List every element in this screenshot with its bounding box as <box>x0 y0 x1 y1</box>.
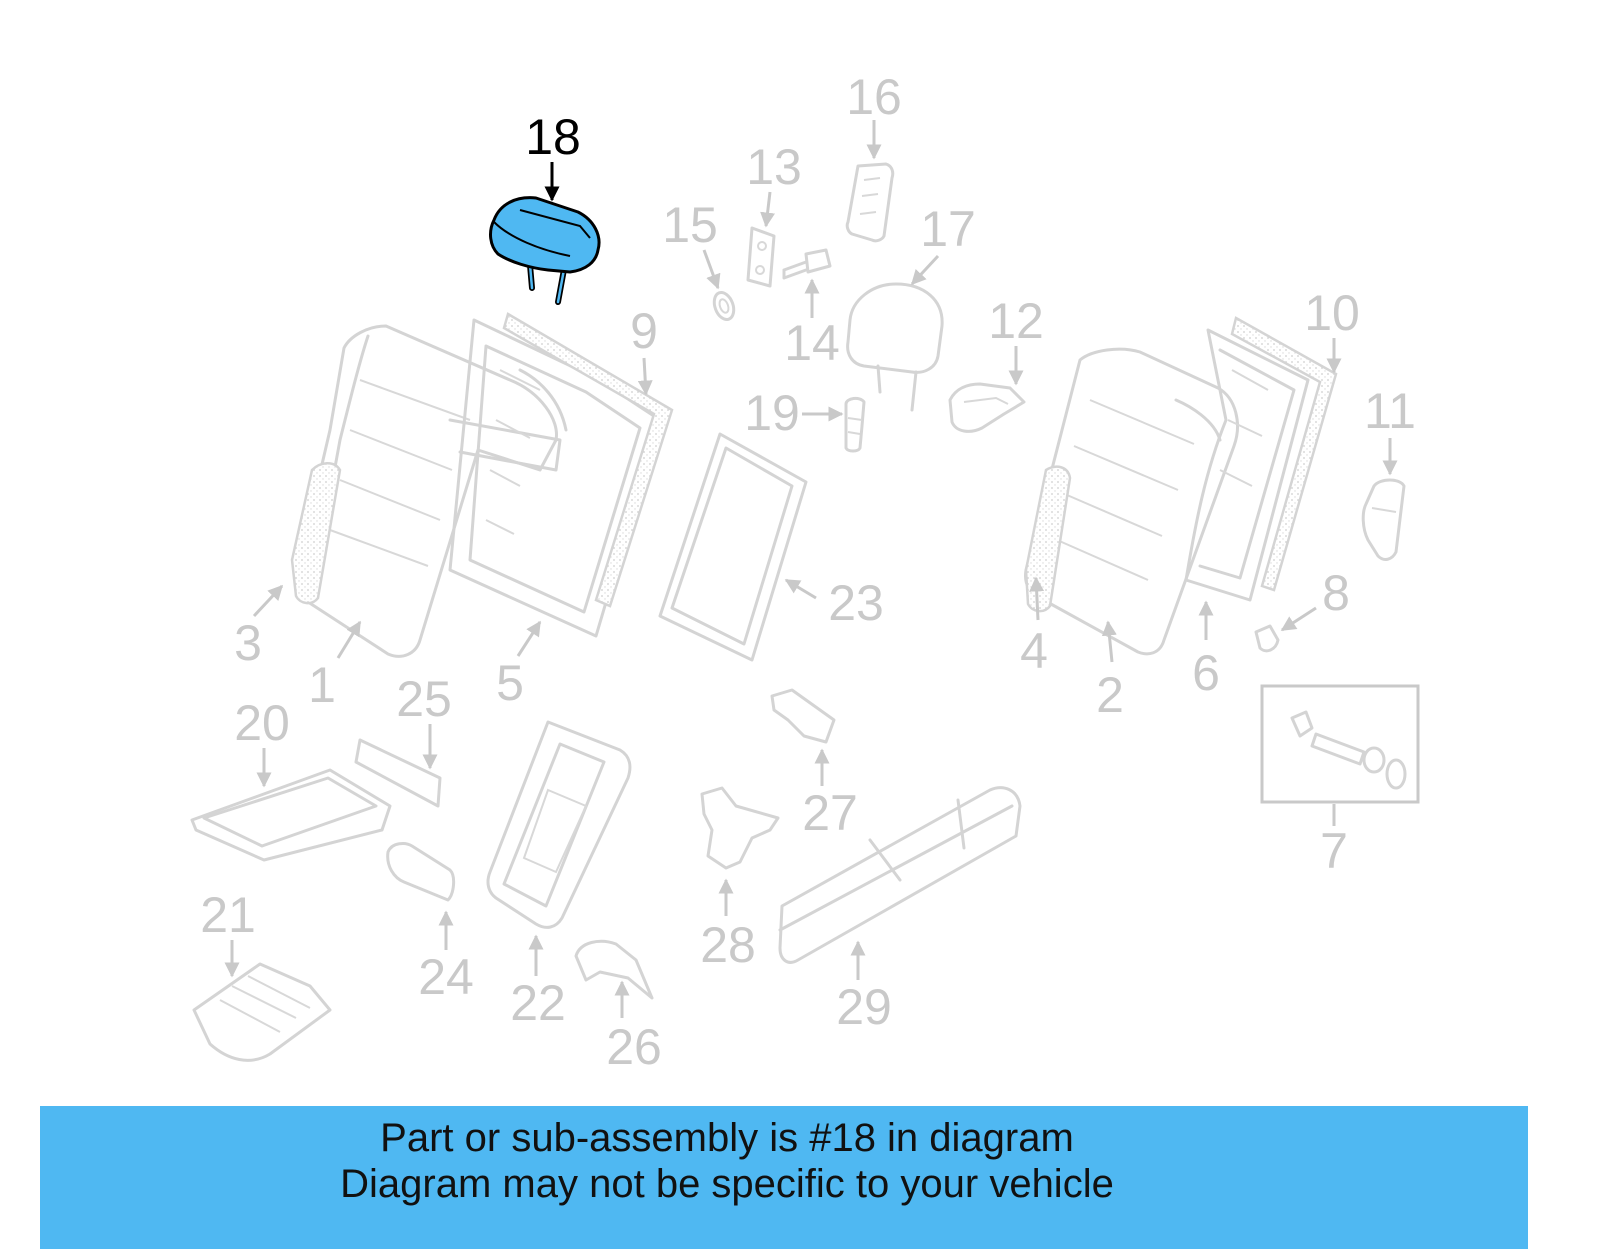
footer-part-note: Part or sub-assembly is #18 in diagram <box>380 1116 1074 1160</box>
callout-2: 2 <box>1096 620 1124 723</box>
svg-text:2: 2 <box>1096 667 1124 723</box>
callout-16: 16 <box>846 69 902 160</box>
svg-text:18: 18 <box>525 109 581 165</box>
svg-text:26: 26 <box>606 1019 662 1075</box>
part-10-pad-right[interactable] <box>1230 316 1338 592</box>
svg-text:5: 5 <box>496 655 524 711</box>
svg-text:4: 4 <box>1020 623 1048 679</box>
part-14-bolt[interactable] <box>782 248 832 280</box>
callout-5: 5 <box>496 620 542 711</box>
part-20-cushion[interactable] <box>190 768 392 862</box>
svg-text:25: 25 <box>396 671 452 727</box>
svg-text:12: 12 <box>988 293 1044 349</box>
part-18-headrest[interactable] <box>489 196 601 305</box>
svg-text:6: 6 <box>1192 645 1220 701</box>
part-28-bracket[interactable] <box>700 786 780 870</box>
callout-15: 15 <box>662 197 721 290</box>
svg-text:24: 24 <box>418 949 474 1005</box>
part-15-washer[interactable] <box>711 290 737 322</box>
svg-text:28: 28 <box>700 917 756 973</box>
svg-text:19: 19 <box>744 385 800 441</box>
callout-22: 22 <box>510 934 566 1031</box>
part-21-base[interactable] <box>192 962 332 1062</box>
callout-23: 23 <box>784 575 884 631</box>
callout-10: 10 <box>1304 285 1360 374</box>
svg-text:8: 8 <box>1322 565 1350 621</box>
svg-text:14: 14 <box>784 315 840 371</box>
callout-13: 13 <box>746 139 802 228</box>
svg-text:10: 10 <box>1304 285 1360 341</box>
svg-text:29: 29 <box>836 979 892 1035</box>
svg-text:17: 17 <box>920 201 976 257</box>
svg-text:13: 13 <box>746 139 802 195</box>
part-27-bracket[interactable] <box>770 688 836 744</box>
callout-21: 21 <box>200 887 256 978</box>
callout-27: 27 <box>802 748 858 841</box>
svg-text:3: 3 <box>234 615 262 671</box>
callout-1: 1 <box>308 620 362 713</box>
svg-text:1: 1 <box>308 657 336 713</box>
part-9-pad[interactable] <box>502 312 674 608</box>
svg-text:11: 11 <box>1364 383 1416 439</box>
part-12-handle[interactable] <box>948 382 1026 433</box>
footer-banner: Part or sub-assembly is #18 in diagram D… <box>40 1106 1528 1249</box>
callout-6: 6 <box>1192 600 1220 701</box>
part-7-fastener-kit[interactable] <box>1260 684 1420 804</box>
svg-text:7: 7 <box>1320 823 1348 879</box>
part-4-seatback-pad-right[interactable] <box>1024 465 1072 613</box>
callout-4: 4 <box>1020 576 1048 679</box>
callout-8: 8 <box>1280 565 1350 632</box>
part-19-guide-sleeve[interactable] <box>844 396 866 453</box>
part-17-headrest[interactable] <box>846 282 944 412</box>
svg-text:9: 9 <box>630 303 658 359</box>
part-24-cover[interactable] <box>386 842 456 902</box>
svg-text:21: 21 <box>200 887 256 943</box>
part-11-trim-cover[interactable] <box>1361 478 1406 561</box>
callout-29: 29 <box>836 940 892 1035</box>
part-13-bracket[interactable] <box>746 226 776 288</box>
callout-25: 25 <box>396 671 452 770</box>
callout-20: 20 <box>234 695 290 788</box>
part-29-rail[interactable] <box>778 786 1022 964</box>
callout-3: 3 <box>234 584 284 671</box>
part-6-seatback-frame-right[interactable] <box>1184 328 1310 602</box>
svg-text:20: 20 <box>234 695 290 751</box>
callout-24: 24 <box>418 910 474 1005</box>
svg-text:27: 27 <box>802 785 858 841</box>
callout-9: 9 <box>630 303 658 396</box>
callout-11: 11 <box>1364 383 1416 476</box>
part-23-panel[interactable] <box>658 432 808 662</box>
callout-26: 26 <box>606 980 662 1075</box>
svg-text:15: 15 <box>662 197 718 253</box>
svg-text:23: 23 <box>828 575 884 631</box>
callout-19: 19 <box>744 385 844 441</box>
svg-text:16: 16 <box>846 69 902 125</box>
callout-18: 18 <box>525 109 581 202</box>
callout-14: 14 <box>784 278 840 371</box>
part-25-strip[interactable] <box>354 738 442 808</box>
callout-12: 12 <box>988 293 1044 386</box>
footer-disclaimer: Diagram may not be specific to your vehi… <box>340 1162 1114 1206</box>
callout-28: 28 <box>700 878 756 973</box>
part-3-seatback-pad[interactable] <box>290 462 342 605</box>
part-22-armrest-frame[interactable] <box>486 720 632 929</box>
callout-7: 7 <box>1320 804 1348 879</box>
part-16-guide[interactable] <box>845 162 895 243</box>
callout-17: 17 <box>910 201 976 286</box>
part-8-clip[interactable] <box>1254 624 1280 653</box>
svg-text:22: 22 <box>510 975 566 1031</box>
part-26-cover[interactable] <box>574 939 654 1000</box>
